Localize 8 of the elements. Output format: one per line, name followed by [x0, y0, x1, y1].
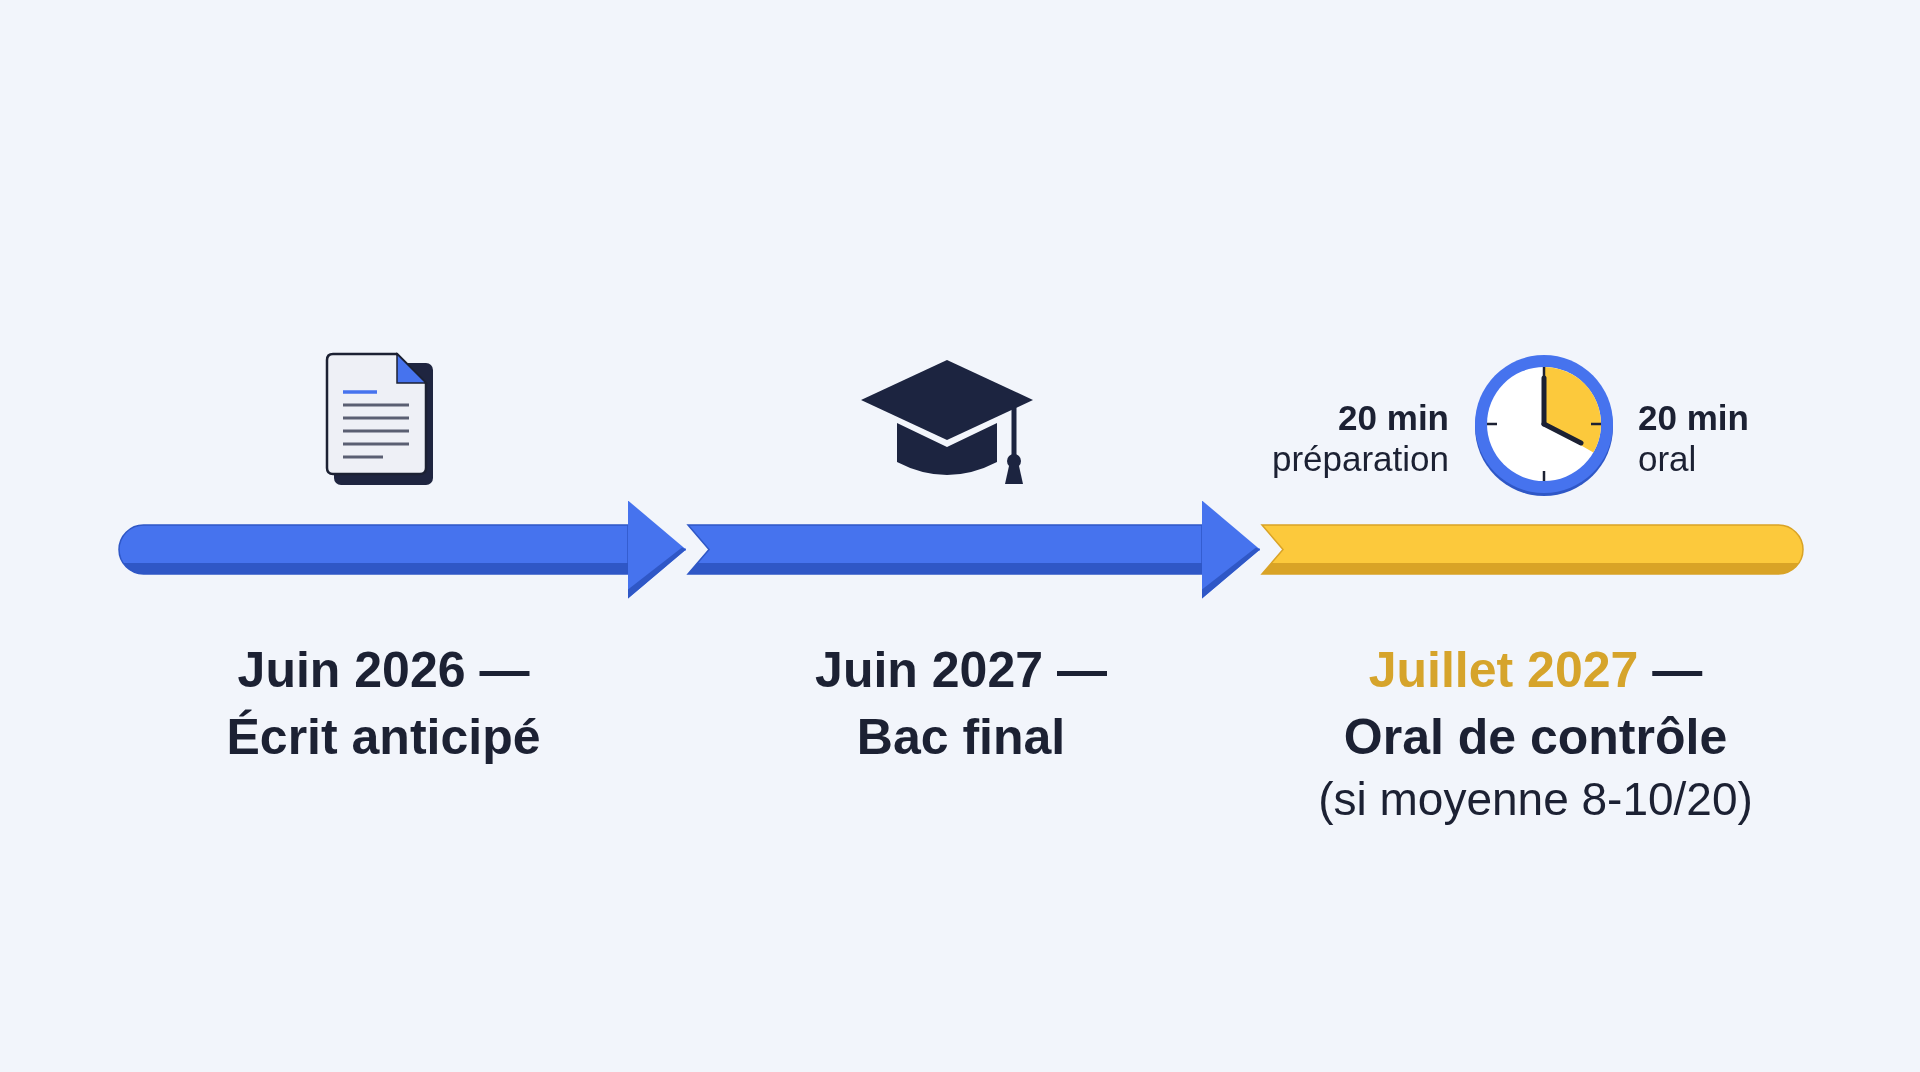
timeline-arrow — [1201, 500, 1261, 599]
timeline-arrow — [627, 500, 687, 599]
milestone-title: Juin 2027 — Bac final — [814, 641, 1108, 767]
duration-label: 20 min préparation — [1271, 397, 1449, 479]
milestone-title: Juillet 2027 — Oral de contrôle — [1342, 641, 1729, 767]
duration-label: 20 min oral — [1638, 397, 1749, 479]
milestone-note: (si moyenne 8-10/20) — [1317, 772, 1754, 827]
milestone-title: Juin 2026 — Écrit anticipé — [225, 641, 542, 767]
